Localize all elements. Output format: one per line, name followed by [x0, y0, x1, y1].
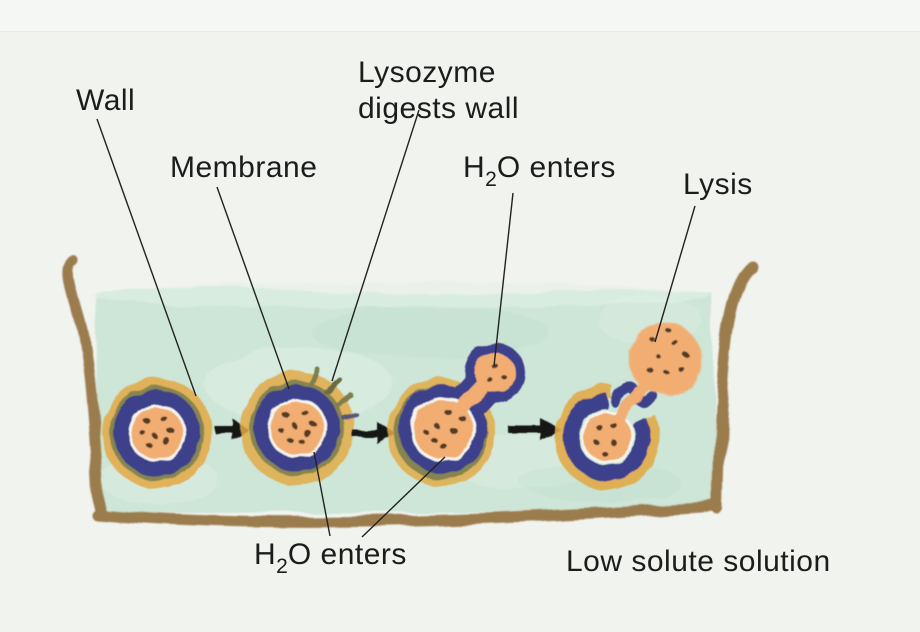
paper-seam-line: [0, 31, 920, 32]
lysis-label: Lysis: [683, 168, 753, 201]
dish-left-wall: [63, 256, 105, 518]
cell-granules: [423, 363, 507, 449]
h2o-top-leader-line: [493, 192, 514, 367]
low-solute-solution-label: Low solute solution: [566, 545, 831, 578]
cell-granules: [592, 328, 690, 457]
cell-stage-3-swelling: [387, 343, 525, 486]
lysed-protoplast-blob: [629, 323, 701, 395]
dish-right-wall: [712, 261, 759, 515]
h2o-bottom-leader-line-left: [313, 451, 331, 537]
h2o-enters-bottom-label: H2O enters: [254, 538, 407, 578]
lysozyme-label: Lysozyme digests wall: [358, 55, 519, 127]
h2o-enters-top-label: H2O enters: [463, 151, 616, 191]
lysozyme-label-line1: Lysozyme: [358, 56, 496, 89]
h2o-bottom-leader-line-right: [361, 456, 446, 538]
paper-edge-band: [0, 0, 920, 31]
right-arrow-icon-3: [508, 418, 561, 440]
cell-stage-2-lysozyme: [240, 366, 358, 485]
wall-label: Wall: [76, 84, 136, 117]
lysozyme-leader-line: [331, 109, 420, 382]
lysozyme-label-line2: digests wall: [358, 92, 520, 125]
cell-stage-1-intact: [102, 378, 212, 488]
right-arrow-icon-2: [352, 422, 396, 444]
cell-stage-4-lysed: [554, 323, 701, 490]
lysis-leader-line: [654, 205, 696, 343]
cell-granules: [278, 410, 317, 444]
membrane-label: Membrane: [170, 151, 318, 184]
cell-granules: [139, 416, 175, 448]
membrane-leader-line: [216, 186, 290, 390]
wall-fragments: [308, 366, 358, 419]
wall-leader-line: [96, 118, 197, 397]
